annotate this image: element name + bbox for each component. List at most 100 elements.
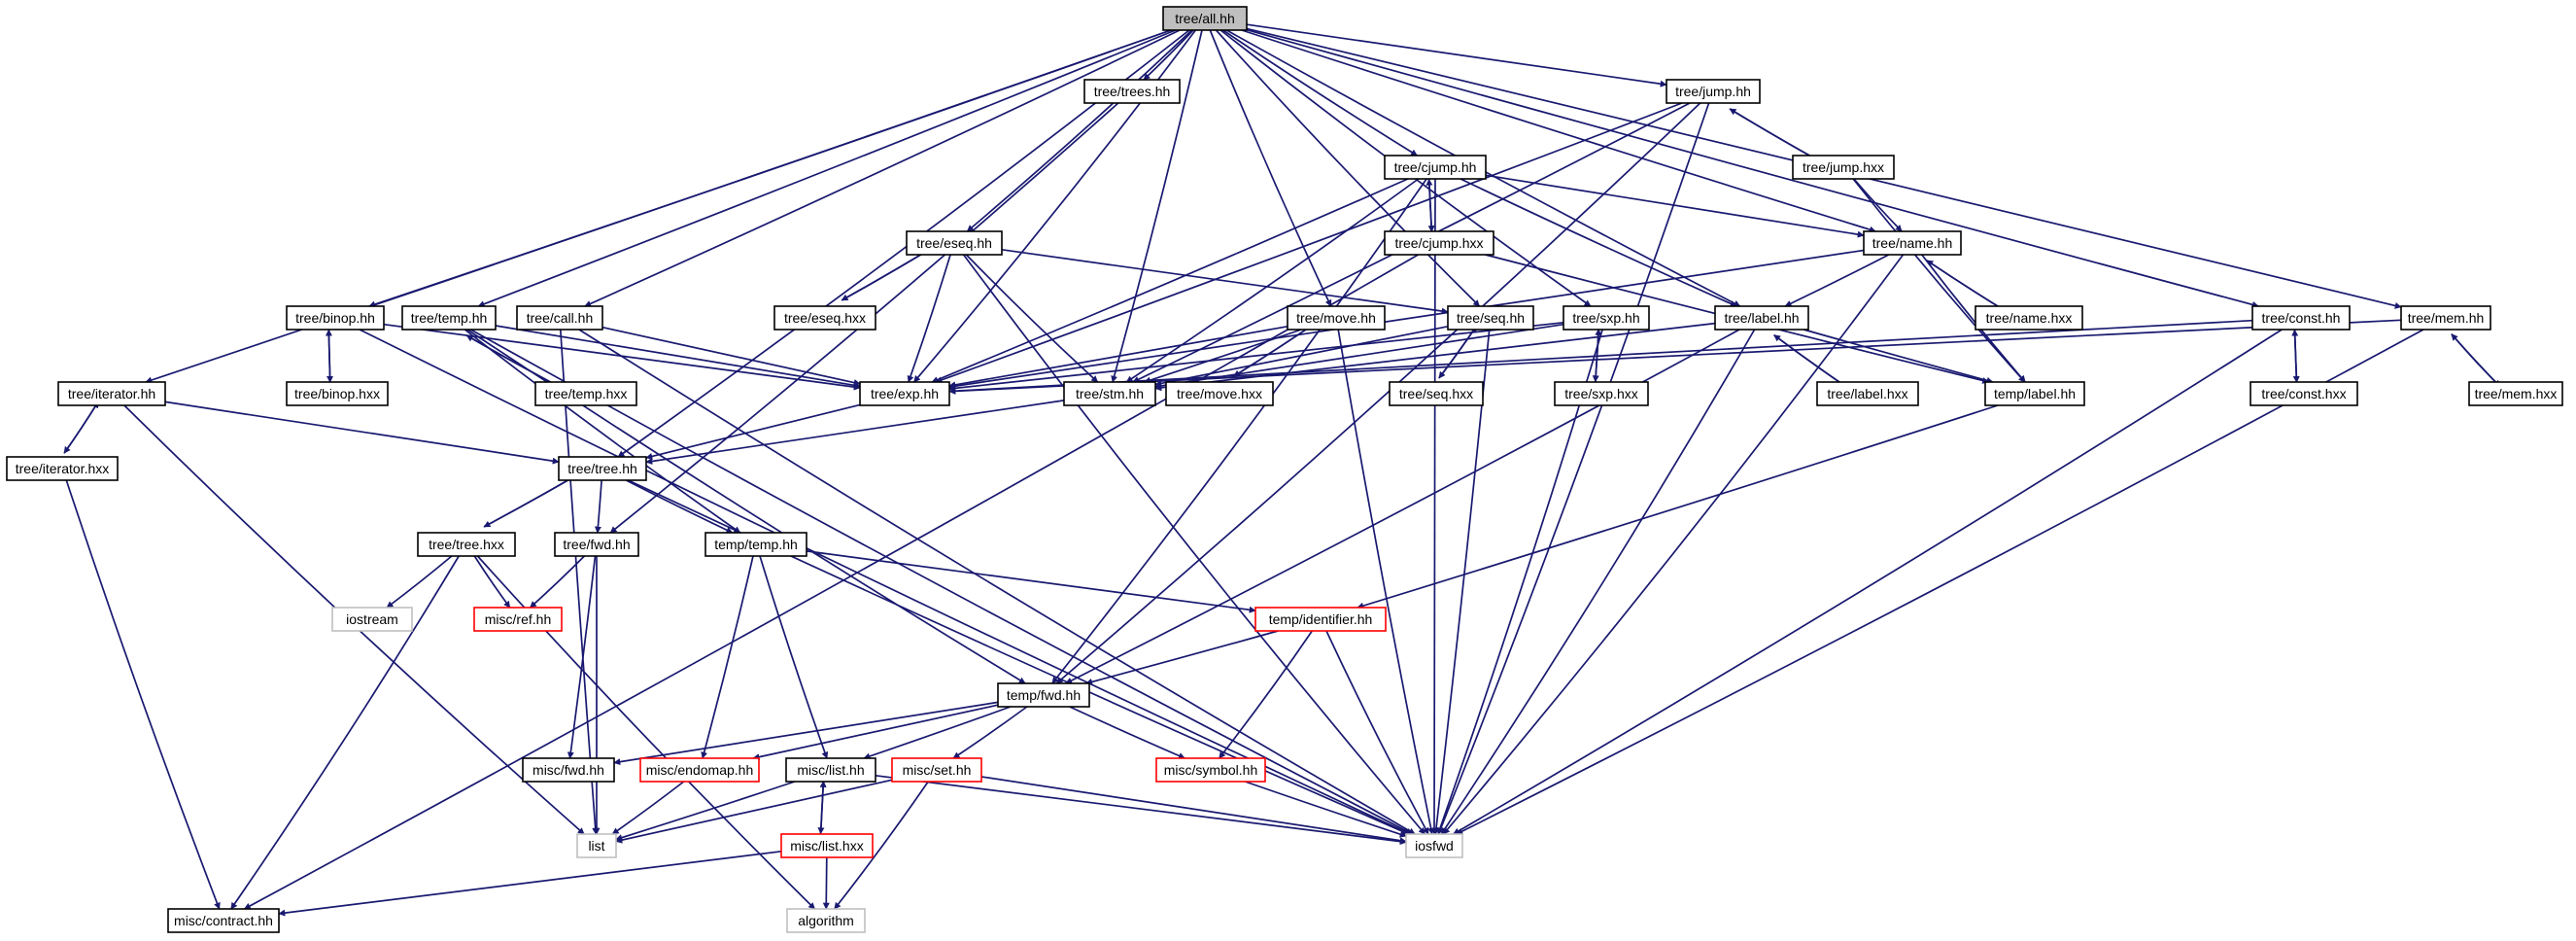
node-label: tree/name.hxx: [1986, 310, 2073, 326]
node-temp-hxx[interactable]: tree/temp.hxx: [534, 381, 637, 406]
edge-all-to-eseq_hh: [966, 29, 1193, 232]
node-cjump-hxx[interactable]: tree/cjump.hxx: [1384, 230, 1494, 256]
edge-label_hh-to-tempfwd: [1065, 329, 1740, 684]
edge-temp_hh-to-temptemp: [464, 329, 741, 534]
node-endomap[interactable]: misc/endomap.hh: [639, 757, 760, 783]
edge-list_hh-to-list_std: [615, 781, 796, 841]
node-seq-hxx[interactable]: tree/seq.hxx: [1389, 381, 1484, 406]
node-all[interactable]: tree/all.hh: [1162, 6, 1248, 31]
node-list-hh[interactable]: misc/list.hh: [785, 757, 876, 783]
node-exp-hh[interactable]: tree/exp.hh: [859, 381, 950, 406]
node-label: temp/identifier.hh: [1269, 611, 1373, 627]
edge-jump_hh-to-exp_hh: [935, 102, 1683, 384]
node-label-hxx[interactable]: tree/label.hxx: [1816, 381, 1919, 406]
node-label: tree/const.hxx: [2261, 386, 2346, 401]
node-identifier[interactable]: temp/identifier.hh: [1254, 607, 1387, 632]
node-tree-hxx[interactable]: tree/tree.hxx: [417, 532, 516, 557]
node-label: tree/tree.hxx: [429, 537, 504, 552]
edge-set_hh-to-algorithm: [834, 781, 929, 910]
edge-name_hxx-to-name_hh: [1926, 260, 2008, 313]
node-cjump-hh[interactable]: tree/cjump.hh: [1384, 155, 1487, 180]
node-tempfwd[interactable]: temp/fwd.hh: [997, 682, 1090, 708]
edge-identifier-to-iosfwd: [1325, 630, 1429, 835]
node-label: tree/temp.hh: [411, 310, 488, 326]
edge-stm_hh-to-tree_hh: [645, 400, 1065, 465]
node-box: [997, 682, 1090, 708]
node-mem-hxx[interactable]: tree/mem.hxx: [2468, 381, 2563, 406]
node-label: tree/call.hh: [527, 310, 593, 326]
edge-symbol_hh-to-iosfwd: [1245, 781, 1407, 838]
node-templabel[interactable]: temp/label.hh: [1984, 381, 2085, 406]
node-set-hh[interactable]: misc/set.hh: [891, 757, 982, 783]
node-label-hh[interactable]: tree/label.hh: [1714, 305, 1809, 331]
node-box: [554, 532, 639, 557]
node-label: iosfwd: [1415, 838, 1454, 854]
node-box: [773, 305, 876, 331]
node-iosfwd[interactable]: iosfwd: [1405, 833, 1463, 858]
node-label: tree/jump.hh: [1675, 84, 1751, 99]
edge-fwd_hh-to-miscfwd: [567, 555, 597, 759]
node-contract[interactable]: misc/contract.hh: [167, 908, 280, 933]
node-box: [401, 305, 497, 331]
edge-temptemp-to-list_hh: [759, 555, 829, 759]
node-temptemp[interactable]: temp/temp.hh: [704, 532, 807, 557]
node-tree-hh[interactable]: tree/tree.hh: [558, 456, 647, 481]
node-list-hxx[interactable]: misc/list.hxx: [780, 833, 874, 858]
node-mem-hh[interactable]: tree/mem.hh: [2400, 305, 2491, 331]
node-move-hh[interactable]: tree/move.hh: [1287, 305, 1386, 331]
node-trees[interactable]: tree/trees.hh: [1083, 79, 1181, 104]
node-label: tree/eseq.hxx: [784, 310, 866, 326]
node-iter-hxx[interactable]: tree/iterator.hxx: [6, 456, 119, 481]
node-list-std[interactable]: list: [576, 833, 617, 858]
node-ref-hh[interactable]: misc/ref.hh: [473, 607, 563, 632]
node-miscfwd[interactable]: misc/fwd.hh: [522, 757, 615, 783]
node-label: tree/seq.hh: [1457, 310, 1525, 326]
node-fwd-hh[interactable]: tree/fwd.hh: [554, 532, 639, 557]
node-box: [286, 305, 385, 331]
edge-tree_hxx-to-algorithm: [476, 555, 816, 910]
node-label: tree/name.hh: [1872, 235, 1953, 251]
node-binop-hh[interactable]: tree/binop.hh: [286, 305, 385, 331]
node-sxp-hxx[interactable]: tree/sxp.hxx: [1554, 381, 1649, 406]
node-box: [1984, 381, 2085, 406]
node-stm-hh[interactable]: tree/stm.hh: [1063, 381, 1156, 406]
edge-identifier-to-tempfwd: [1085, 630, 1279, 685]
node-symbol-hh[interactable]: misc/symbol.hh: [1155, 757, 1266, 783]
node-jump-hh[interactable]: tree/jump.hh: [1666, 79, 1761, 104]
node-sxp-hh[interactable]: tree/sxp.hh: [1563, 305, 1650, 331]
node-box: [2251, 305, 2351, 331]
node-box: [1714, 305, 1809, 331]
node-iter-hh[interactable]: tree/iterator.hh: [57, 381, 166, 406]
node-box: [1554, 381, 1649, 406]
node-box: [786, 908, 866, 933]
edge-cjump_hh-to-tempfwd: [1051, 178, 1427, 684]
edge-endomap-to-list_std: [611, 781, 685, 835]
node-iostream[interactable]: iostream: [331, 607, 413, 632]
edge-jump_hh-to-tempfwd: [1055, 102, 1701, 684]
node-label: tree/seq.hxx: [1399, 386, 1473, 401]
node-const-hxx[interactable]: tree/const.hxx: [2250, 381, 2358, 406]
node-seq-hh[interactable]: tree/seq.hh: [1447, 305, 1534, 331]
node-name-hh[interactable]: tree/name.hh: [1863, 230, 1962, 256]
edge-label_hh-to-templabel: [1803, 329, 1994, 384]
node-const-hh[interactable]: tree/const.hh: [2251, 305, 2351, 331]
node-box: [1287, 305, 1386, 331]
node-eseq-hxx[interactable]: tree/eseq.hxx: [773, 305, 876, 331]
node-algorithm[interactable]: algorithm: [786, 908, 866, 933]
node-binop-hxx[interactable]: tree/binop.hxx: [286, 381, 389, 406]
edge-list_hxx-to-contract: [278, 850, 782, 917]
edge-tree_hxx-to-ref_hh: [473, 555, 511, 609]
edge-name_hh-to-iosfwd: [1442, 254, 1905, 835]
edge-set_hh-to-iosfwd: [980, 776, 1407, 845]
node-call-hh[interactable]: tree/call.hh: [516, 305, 603, 331]
node-label: iostream: [346, 611, 398, 627]
node-name-hxx[interactable]: tree/name.hxx: [1975, 305, 2083, 331]
edge-identifier-to-symbol_hh: [1219, 630, 1314, 759]
node-label: tree/tree.hh: [567, 461, 637, 476]
node-temp-hh[interactable]: tree/temp.hh: [401, 305, 497, 331]
node-eseq-hh[interactable]: tree/eseq.hh: [906, 230, 1003, 256]
edge-const_hxx-to-const_hh: [2291, 329, 2299, 383]
node-jump-hxx[interactable]: tree/jump.hxx: [1792, 155, 1895, 180]
node-label: algorithm: [798, 913, 854, 928]
node-move-hxx[interactable]: tree/move.hxx: [1165, 381, 1274, 406]
